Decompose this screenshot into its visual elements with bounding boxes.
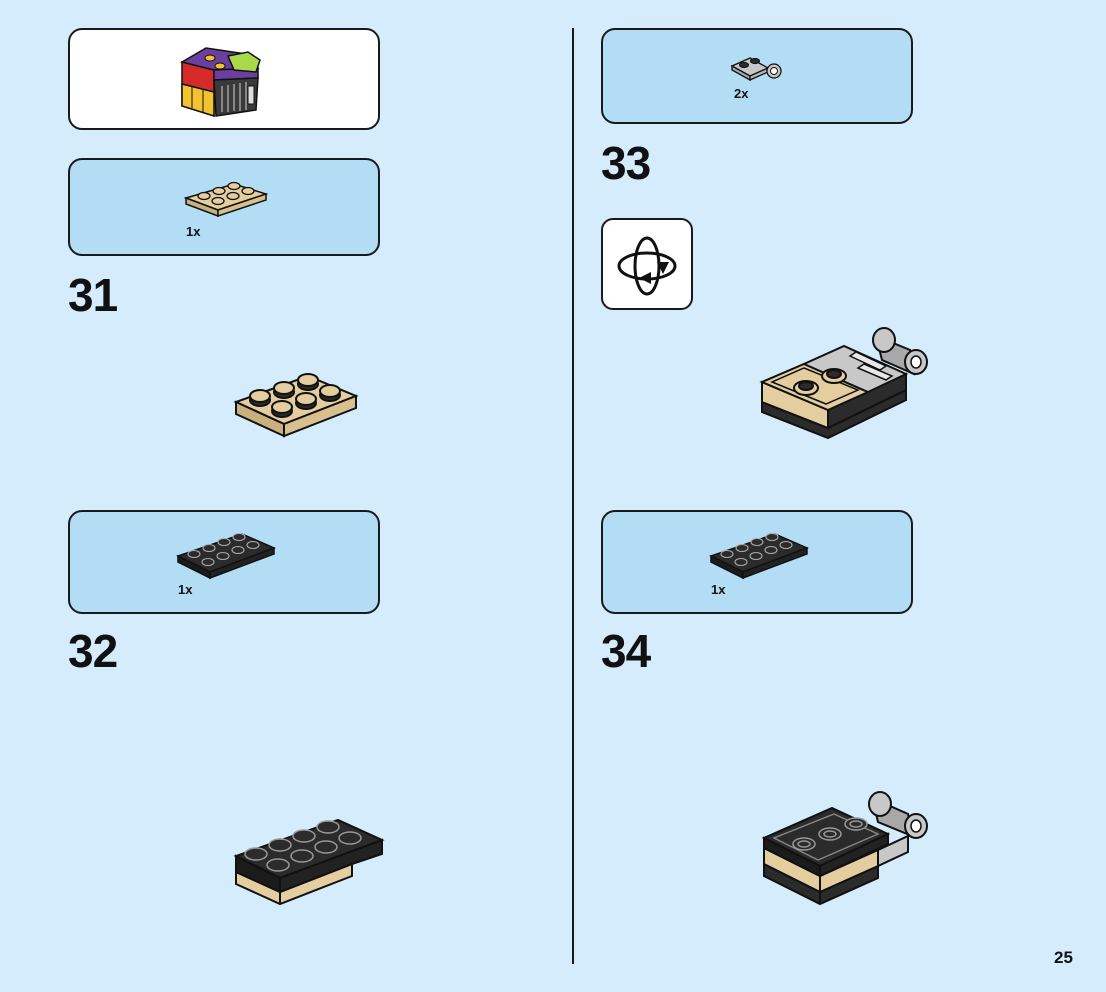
step-33-number: 33 <box>601 137 651 189</box>
step-32-number: 32 <box>68 625 118 677</box>
subassembly-model <box>180 47 261 118</box>
step-32-part-black-plate-2x4 <box>176 532 276 580</box>
step-31-parts-quantity: 1x <box>186 224 201 239</box>
step-32-parts-quantity: 1x <box>178 582 193 597</box>
step-31-number: 31 <box>68 269 118 321</box>
step-32-model-black-on-tan <box>233 818 385 906</box>
step-34-number: 34 <box>601 625 651 677</box>
rotate-model-icon <box>617 236 677 296</box>
column-divider <box>572 28 574 964</box>
step-34-part-black-plate-2x4 <box>709 532 809 580</box>
step-34-parts-quantity: 1x <box>711 582 726 597</box>
step-31-model-tan-plate <box>233 373 359 438</box>
step-34-model-assembly <box>761 791 928 906</box>
step-33-part-gray-plate-with-clip <box>730 57 782 82</box>
step-33-parts-quantity: 2x <box>734 86 749 101</box>
step-33-model-rotated <box>759 327 928 440</box>
page-number: 25 <box>1054 948 1073 967</box>
rotate-model-box <box>601 218 693 310</box>
step-31-part-tan-plate-2x3 <box>183 181 269 218</box>
